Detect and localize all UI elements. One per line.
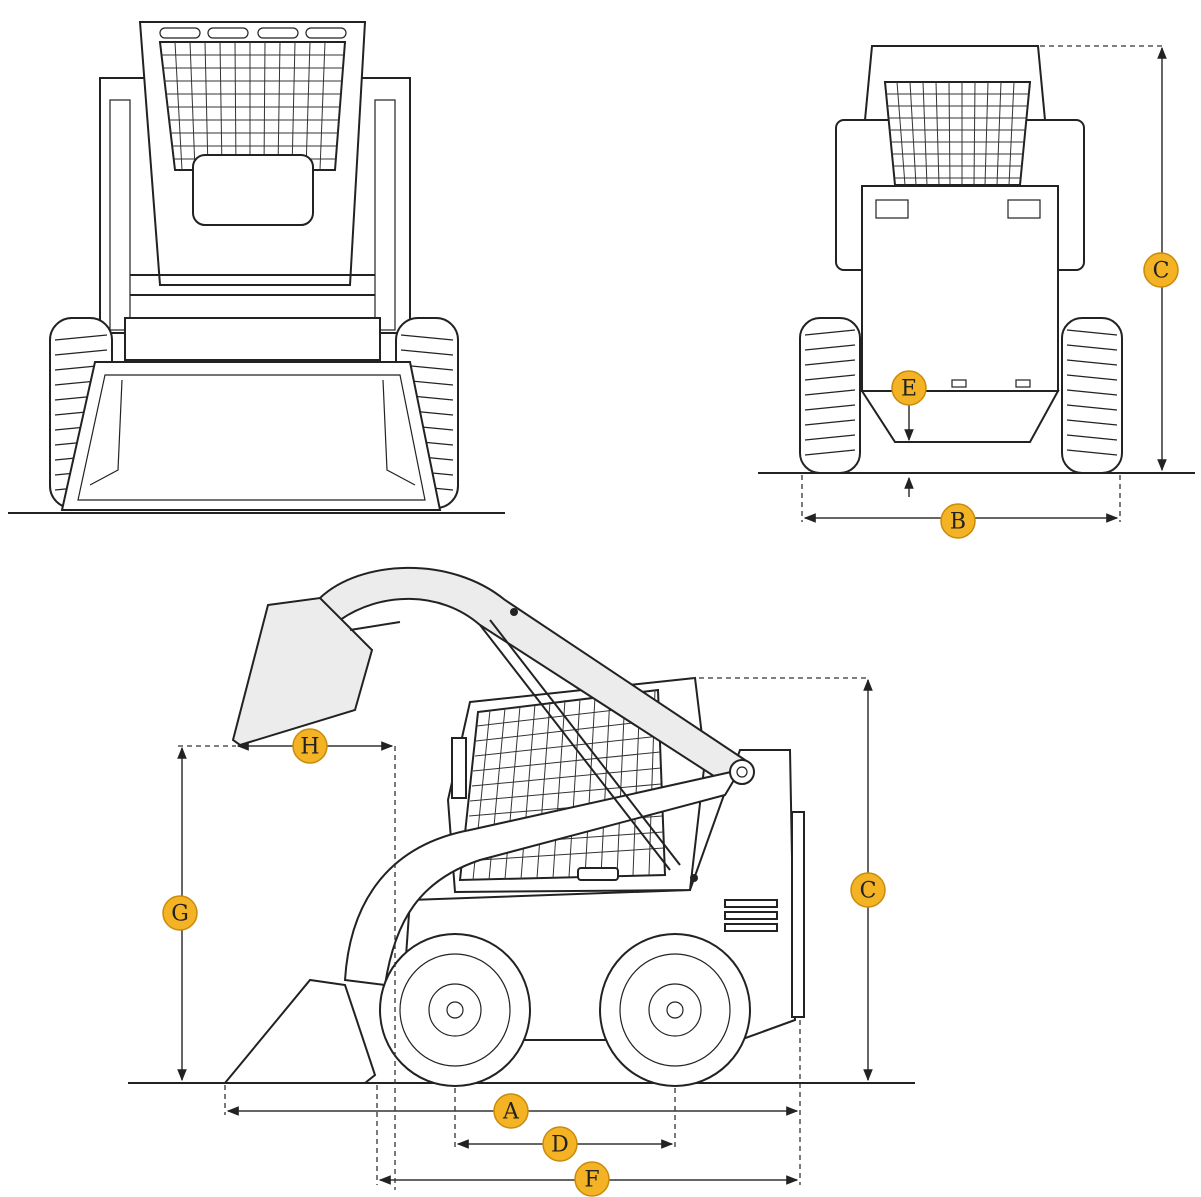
label-badge-c-rear: C xyxy=(1143,252,1179,288)
label-b: B xyxy=(950,510,966,535)
side-view xyxy=(128,566,915,1190)
side-handle xyxy=(577,867,619,881)
side-pivot xyxy=(729,759,755,785)
side-raised-bucket xyxy=(231,596,374,747)
label-e: E xyxy=(901,377,917,402)
rear-counterweight xyxy=(860,390,1060,443)
front-bucket xyxy=(60,361,442,511)
front-right-arm xyxy=(374,99,396,331)
rear-left-tire xyxy=(799,317,861,474)
side-front-wheel xyxy=(379,933,531,1087)
side-mirror xyxy=(451,737,467,799)
front-view xyxy=(8,21,505,514)
front-cab-grille xyxy=(158,41,347,171)
label-h: H xyxy=(300,735,319,760)
label-a: A xyxy=(502,1100,520,1125)
rear-right-tire xyxy=(1061,317,1123,474)
rear-door xyxy=(861,185,1059,392)
front-cab-top-slots xyxy=(159,27,347,39)
label-badge-a: A xyxy=(493,1093,529,1129)
rear-cab-grille xyxy=(883,81,1032,186)
side-rear-wheel xyxy=(599,933,751,1087)
rear-right-light xyxy=(1007,199,1041,219)
side-rear-plate xyxy=(791,811,805,1018)
label-f: F xyxy=(584,1168,599,1193)
label-badge-b: B xyxy=(940,503,976,539)
side-vents xyxy=(724,899,778,932)
label-d: D xyxy=(551,1133,569,1158)
rear-view xyxy=(758,45,1195,523)
label-badge-c-side: C xyxy=(850,872,886,908)
label-badge-f: F xyxy=(574,1161,610,1197)
label-badge-h: H xyxy=(292,728,328,764)
label-badge-g: G xyxy=(162,895,198,931)
side-hydraulic-cylinder xyxy=(479,624,671,871)
label-c-side: C xyxy=(860,879,877,904)
label-badge-e: E xyxy=(891,370,927,406)
side-lowered-bucket xyxy=(222,978,377,1084)
label-c-rear: C xyxy=(1153,259,1170,284)
label-badge-d: D xyxy=(542,1126,578,1162)
front-lower-frame xyxy=(124,317,381,361)
front-left-arm xyxy=(109,99,131,331)
front-seat xyxy=(192,154,314,226)
rear-left-light xyxy=(875,199,909,219)
label-g: G xyxy=(171,902,189,927)
